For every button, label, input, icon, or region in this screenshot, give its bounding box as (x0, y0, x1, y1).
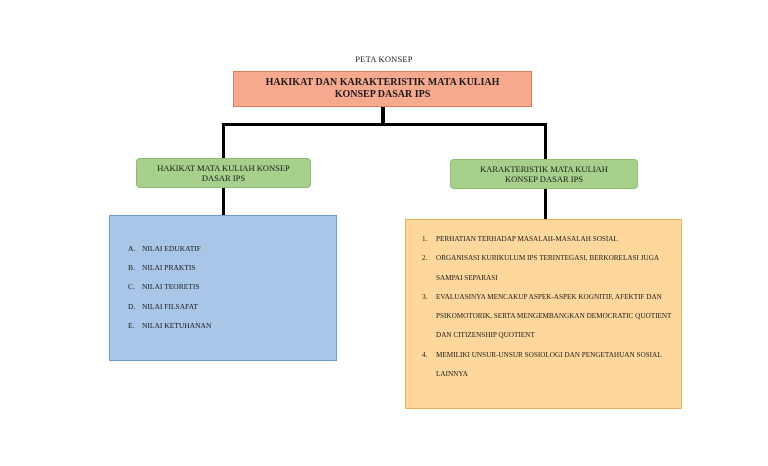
list-marker: A. (128, 244, 136, 253)
root-concept-line-2: KONSEP DASAR IPS (334, 89, 431, 100)
karakteristik-node: KARAKTERISTIK MATA KULIAH KONSEP DASAR I… (450, 159, 638, 189)
hakikat-node-line-1: HAKIKAT MATA KULIAH KONSEP (157, 163, 290, 173)
hakikat-node: HAKIKAT MATA KULIAH KONSEP DASAR IPS (136, 158, 311, 188)
karakteristik-list-box: 1. PERHATIAN TERHADAP MASALAH-MASALAH SOS… (405, 219, 682, 409)
root-concept-line-1: HAKIKAT DAN KARAKTERISTIK MATA KULIAH (265, 77, 500, 88)
list-marker: 3. (422, 292, 428, 301)
hakikat-values-box: A. NILAI EDUKATIF B. NILAI PRAKTIS C. NILAI… (109, 215, 337, 361)
connector-root-stem (381, 107, 385, 124)
karakteristik-list: 1. PERHATIAN TERHADAP MASALAH-MASALAH SOS… (422, 230, 676, 385)
karakteristik-node-line-1: KARAKTERISTIK MATA KULIAH (480, 164, 608, 174)
hakikat-node-line-2: DASAR IPS (201, 173, 246, 183)
list-marker: B. (128, 263, 135, 273)
list-item-text: NILAI TEORETIS (142, 282, 200, 292)
list-item: A. NILAI EDUKATIF (128, 243, 211, 262)
list-item-text: NILAI EDUKATIF (142, 244, 201, 253)
list-item: 4. MEMILIKI UNSUR-UNSUR SOSIOLOGI DAN PEN… (422, 346, 676, 385)
list-item: 2. ORGANISASI KURIKULUM IPS TERINTEGASI, … (422, 249, 676, 288)
connector-right-to-box (544, 189, 547, 219)
list-marker: C. (128, 282, 135, 292)
connector-horizontal-bar (222, 123, 547, 126)
list-item: C. NILAI TEORETIS (128, 281, 211, 300)
list-item: 3. EVALUASINYA MENCAKUP ASPEK-ASPEK KOGNI… (422, 288, 676, 346)
list-marker: E. (128, 320, 135, 330)
list-item-text: EVALUASINYA MENCAKUP ASPEK-ASPEK KOGNITI… (436, 292, 672, 340)
list-item: 1. PERHATIAN TERHADAP MASALAH-MASALAH SOS… (422, 230, 676, 249)
connector-left-drop (222, 123, 225, 158)
list-marker: 2. (422, 254, 428, 263)
list-item-text: NILAI KETUHANAN (142, 320, 212, 330)
list-item-text: NILAI FILSAFAT (142, 301, 198, 311)
list-item: E. NILAI KETUHANAN (128, 320, 211, 339)
list-marker: 4. (422, 350, 428, 359)
hakikat-values-list: A. NILAI EDUKATIF B. NILAI PRAKTIS C. NILAI… (128, 243, 211, 339)
list-item-text: PERHATIAN TERHADAP MASALAH-MASALAH SOSIA… (436, 235, 618, 243)
connector-right-drop (544, 123, 547, 159)
root-concept-box: HAKIKAT DAN KARAKTERISTIK MATA KULIAH KO… (233, 71, 532, 107)
list-item-text: MEMILIKI UNSUR-UNSUR SOSIOLOGI DAN PENGE… (436, 350, 662, 379)
karakteristik-node-line-2: KONSEP DASAR IPS (504, 174, 584, 184)
list-marker: 1. (422, 235, 428, 243)
list-item: B. NILAI PRAKTIS (128, 262, 211, 281)
connector-left-to-box (222, 188, 225, 215)
diagram-caption: PETA KONSEP (355, 54, 413, 64)
list-item-text: NILAI PRAKTIS (142, 263, 196, 273)
list-item: D. NILAI FILSAFAT (128, 301, 211, 320)
list-marker: D. (128, 301, 136, 311)
list-item-text: ORGANISASI KURIKULUM IPS TERINTEGASI, BE… (436, 254, 659, 282)
